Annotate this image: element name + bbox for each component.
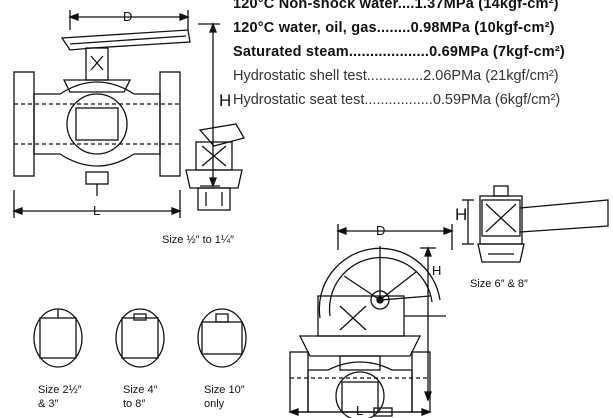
rating-line-3: Saturated steam...................0.69MP…	[233, 44, 565, 60]
top-d-label: D	[123, 9, 133, 24]
top-l-label: L	[93, 203, 101, 218]
ball-a-size-label-2: & 3″	[38, 398, 59, 410]
ball-b-size-label-2: to 8″	[123, 398, 146, 410]
top-h-label: H	[219, 91, 232, 110]
ball-a-size-label: Size 2½″	[38, 384, 82, 396]
ball-c-size-label: Size 10″	[204, 384, 245, 396]
gear-detail-drawing	[462, 185, 609, 263]
ball-b-size-label: Size 4″	[123, 384, 158, 396]
lever-valve-drawing	[12, 10, 220, 218]
rating-line-5: Hydrostatic seat test.................0.…	[233, 92, 561, 108]
bottom-l-label: L	[356, 403, 364, 418]
ball-port-drawings	[33, 308, 247, 368]
bottom-d-label: D	[376, 223, 386, 238]
gear-valve-drawing	[288, 224, 454, 418]
stem-detail-size-label: Size ½″ to 1¼″	[162, 234, 234, 246]
ball-c-size-label-2: only	[204, 398, 225, 410]
stem-detail-drawing	[185, 123, 245, 211]
rating-line-1: 120°C Non-shock water....1.37MPa (14kgf-…	[233, 0, 559, 12]
rating-line-2: 120°C water, oil, gas........0.98MPa (10…	[233, 20, 555, 36]
small-h-label: H	[455, 205, 468, 224]
gear-detail-size-label: Size 6″ & 8″	[470, 278, 528, 290]
rating-line-4: Hydrostatic shell test..............2.06…	[233, 68, 559, 84]
bottom-h-label: H	[432, 263, 442, 278]
